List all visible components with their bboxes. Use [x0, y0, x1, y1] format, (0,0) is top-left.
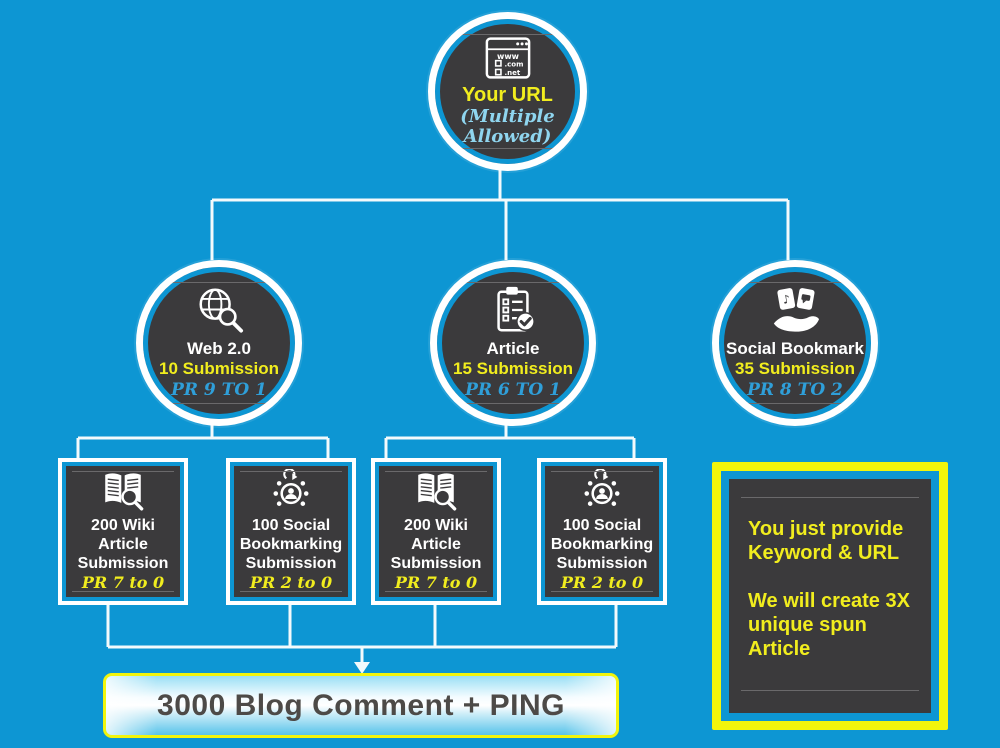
divider-line — [457, 148, 558, 149]
node-line3: Submission — [245, 554, 337, 572]
divider-line — [240, 591, 342, 592]
node-line2: Article — [98, 535, 148, 553]
node-web20: Web 2.0 10 Submission PR 9 TO 1 — [136, 260, 302, 426]
node-pr: PR 7 to 0 — [394, 573, 478, 593]
node-line1: 200 Wiki — [404, 516, 468, 534]
hand-bookmarks-icon: ♪ — [773, 288, 820, 332]
node-line1: 100 Social — [251, 516, 331, 534]
divider-line — [165, 282, 273, 283]
globe-search-icon — [199, 288, 244, 333]
node-submission: 10 Submission — [159, 359, 279, 379]
node-your-url: www .com .net Your URL (Multiple Allowed… — [428, 12, 587, 171]
node-line3: Submission — [556, 554, 648, 572]
divider-line — [551, 591, 653, 592]
node-title: Your URL — [462, 84, 553, 107]
node-pr: PR 6 TO 1 — [465, 379, 561, 400]
node-article: Article 15 Submission PR 6 TO 1 — [430, 260, 596, 426]
divider-line — [457, 34, 558, 35]
node-social-bookmarking-1: 100 Social Bookmarking Submission PR 2 t… — [226, 458, 356, 605]
divider-line — [72, 471, 174, 472]
node-pr: PR 8 TO 2 — [747, 379, 843, 400]
node-line1: 200 Wiki — [91, 516, 155, 534]
node-pr: PR 2 to 0 — [249, 573, 333, 593]
info-paragraph-2: We will create 3X unique spun Article — [748, 590, 910, 660]
info-paragraph-1: You just provide Keyword & URL — [748, 518, 904, 564]
divider-line — [165, 403, 273, 404]
node-subtitle: (Multiple Allowed) — [460, 106, 555, 147]
divider-line — [741, 497, 919, 498]
browser-net-text: .net — [504, 68, 520, 77]
divider-line — [741, 403, 849, 404]
node-line2: Bookmarking — [550, 535, 654, 553]
node-pr: PR 7 to 0 — [81, 573, 165, 593]
blog-comment-label: 3000 Blog Comment + PING — [157, 688, 565, 722]
browser-url-icon: www .com .net — [485, 37, 530, 79]
node-wiki-article-2: 200 Wiki Article Submission PR 7 to 0 — [371, 458, 501, 605]
clipboard-check-icon — [497, 286, 535, 332]
node-line1: 100 Social — [562, 516, 642, 534]
node-name: Social Bookmark — [726, 338, 864, 358]
divider-line — [72, 591, 174, 592]
divider-line — [240, 471, 342, 472]
divider-line — [459, 403, 567, 404]
arrow-down-icon — [354, 662, 370, 674]
svg-text:♪: ♪ — [781, 292, 791, 307]
node-pr: PR 9 TO 1 — [171, 379, 267, 400]
node-social-bookmarking-2: 100 Social Bookmarking Submission PR 2 t… — [537, 458, 667, 605]
node-name: Web 2.0 — [187, 338, 251, 358]
node-social-bookmark: ♪ Social Bookmark 35 Submission PR 8 TO … — [712, 260, 878, 426]
user-network-icon — [273, 468, 309, 506]
divider-line — [741, 282, 849, 283]
node-submission: 15 Submission — [453, 359, 573, 379]
divider-line — [385, 591, 487, 592]
divider-line — [459, 282, 567, 283]
book-search-icon — [105, 473, 144, 511]
browser-www-text: www — [497, 52, 520, 61]
user-network-icon — [584, 468, 620, 506]
node-line2: Bookmarking — [239, 535, 343, 553]
node-pr: PR 2 to 0 — [560, 573, 644, 593]
node-line3: Submission — [390, 554, 482, 572]
divider-line — [385, 471, 487, 472]
node-submission: 35 Submission — [735, 359, 855, 379]
book-search-icon — [418, 473, 457, 511]
info-box: You just provide Keyword & URL We will c… — [712, 462, 948, 730]
node-line2: Article — [411, 535, 461, 553]
node-name: Article — [486, 338, 540, 358]
browser-com-text: .com — [504, 60, 523, 69]
node-wiki-article-1: 200 Wiki Article Submission PR 7 to 0 — [58, 458, 188, 605]
node-line3: Submission — [77, 554, 169, 572]
divider-line — [741, 690, 919, 691]
blog-comment-banner: 3000 Blog Comment + PING — [103, 673, 619, 738]
divider-line — [551, 471, 653, 472]
